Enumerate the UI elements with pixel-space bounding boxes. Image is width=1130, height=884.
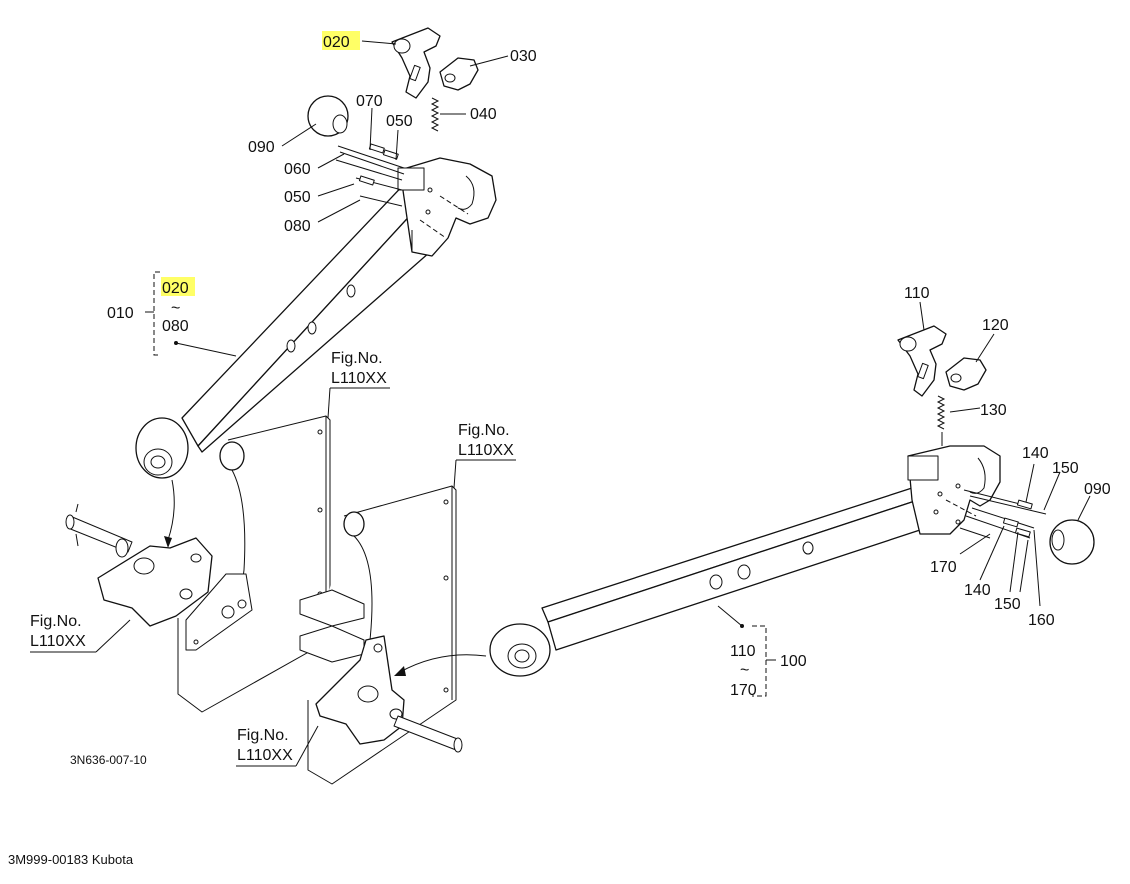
label-tilde-right: ~ (740, 662, 749, 679)
fig-ref-4-title: Fig.No. (237, 727, 289, 744)
label-tilde-left: ~ (171, 300, 180, 317)
label-020-range: 020 (162, 280, 189, 297)
latch-110 (897, 325, 947, 397)
fig-ref-2-title: Fig.No. (331, 350, 383, 367)
fig-ref-4-number: L110XX (237, 747, 293, 764)
label-140-b: 140 (964, 582, 991, 599)
label-090-right: 090 (1084, 481, 1111, 498)
label-160: 160 (1028, 612, 1055, 629)
ball-090-left (307, 95, 349, 137)
fig-ref-1-title: Fig.No. (30, 613, 82, 630)
fig-ref-3-number: L110XX (458, 442, 514, 459)
label-020-top: 020 (323, 34, 350, 51)
fig-ref-1-number: L110XX (30, 633, 86, 650)
label-110: 110 (904, 285, 930, 302)
footer-caption: 3M999-00183 Kubota (8, 852, 134, 867)
highlight-020-top (322, 31, 360, 50)
label-130: 130 (980, 402, 1007, 419)
label-010: 010 (107, 305, 134, 322)
label-140-a: 140 (1022, 445, 1049, 462)
cam-120 (945, 357, 987, 391)
label-170-range: 170 (730, 682, 757, 699)
drawing-code: 3N636-007-10 (70, 753, 147, 767)
pins-left (335, 143, 405, 207)
latch-020 (391, 27, 441, 99)
fig-ref-leaders (30, 387, 516, 767)
label-090-left: 090 (248, 139, 275, 156)
label-100: 100 (780, 653, 807, 670)
spring-040 (430, 97, 440, 132)
label-040: 040 (470, 106, 497, 123)
highlight-020-range (161, 277, 195, 296)
label-170: 170 (930, 559, 957, 576)
right-lower-link (489, 445, 1001, 677)
fig-ref-3-title: Fig.No. (458, 422, 510, 439)
part-labels: 020 030 040 070 050 090 060 050 080 020 … (107, 34, 1111, 699)
spring-130 (936, 395, 946, 446)
label-030: 030 (510, 48, 537, 65)
label-080: 080 (284, 218, 311, 235)
left-lower-link (135, 157, 497, 479)
fig-references: Fig.No. L110XX Fig.No. L110XX Fig.No. L1… (30, 350, 514, 764)
left-frame (65, 415, 331, 713)
ball-090-right (1049, 519, 1095, 565)
cam-030 (439, 57, 479, 91)
pins-right (959, 489, 1047, 539)
fig-ref-2-number: L110XX (331, 370, 387, 387)
label-150-b: 150 (994, 596, 1021, 613)
label-050-a: 050 (386, 113, 413, 130)
label-150-a: 150 (1052, 460, 1079, 477)
label-050-b: 050 (284, 189, 311, 206)
label-080-range: 080 (162, 318, 189, 335)
label-060: 060 (284, 161, 311, 178)
label-070: 070 (356, 93, 383, 110)
leaders-left (145, 40, 509, 357)
leaders-right (717, 301, 1091, 697)
label-110-range: 110 (730, 643, 756, 660)
center-frame (299, 485, 487, 785)
label-120: 120 (982, 317, 1009, 334)
